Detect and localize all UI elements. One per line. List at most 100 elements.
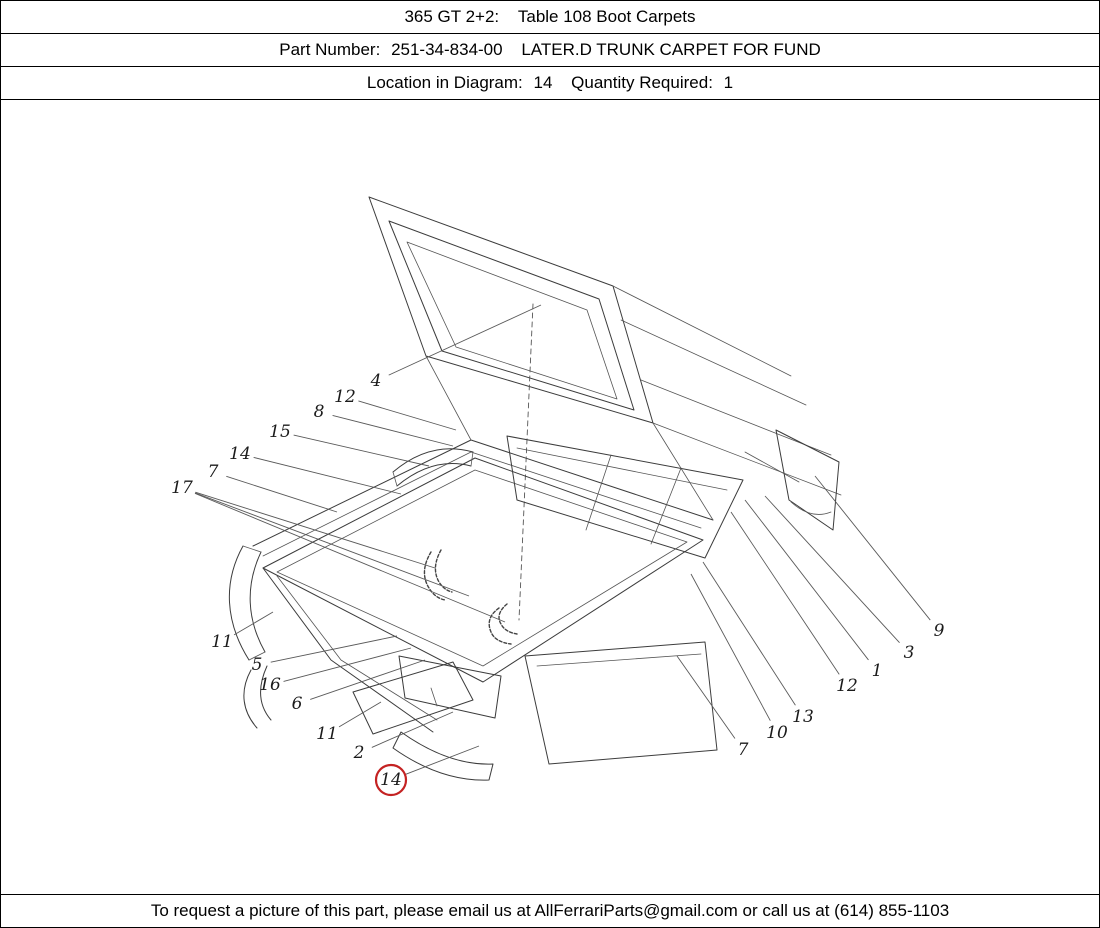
location-value: 14	[533, 73, 553, 92]
lid-hinge-line-4	[652, 422, 842, 496]
leader-line	[358, 400, 457, 431]
callout-6: 6	[292, 694, 303, 714]
footer-contact-text: To request a picture of this part, pleas…	[150, 901, 950, 920]
boot-opening	[252, 303, 714, 621]
header-part-row: Part Number: 251-34-834-00 LATER.D TRUNK…	[1, 34, 1099, 67]
callout-14: 14	[229, 444, 251, 464]
header-title-row: 365 GT 2+2: Table 108 Boot Carpets	[1, 1, 1099, 34]
leader-line	[764, 495, 900, 643]
lid-hinge-line-1	[612, 285, 792, 377]
callout-5: 5	[252, 655, 263, 675]
callout-17: 17	[171, 478, 193, 498]
rear-quarter-inner	[536, 653, 702, 667]
leader-line	[338, 701, 382, 728]
lower-panels	[352, 641, 718, 781]
tail-panel	[775, 429, 840, 531]
nose-band-1-inner	[249, 551, 266, 653]
leader-line	[388, 304, 542, 376]
leader-line	[310, 659, 426, 700]
callout-14: 14	[380, 770, 402, 790]
bulkhead-tray	[506, 435, 744, 559]
leader-line	[744, 499, 869, 661]
lower-left-strip	[352, 661, 474, 735]
leader-line	[293, 434, 430, 467]
opening-rim-inner	[262, 451, 702, 557]
callout-12: 12	[334, 387, 356, 407]
rear-body	[744, 429, 840, 531]
gutter-inner	[396, 463, 472, 487]
model-name: 365 GT 2+2:	[404, 7, 500, 26]
left-sill	[262, 567, 438, 733]
leader-line	[730, 511, 840, 675]
leader-line	[814, 475, 931, 621]
construction-line	[518, 303, 534, 621]
leader-line	[371, 711, 454, 748]
boot-floor-carpet	[262, 457, 704, 683]
curved-strip	[392, 731, 494, 781]
leader-line	[403, 745, 480, 776]
tray-fold-3	[650, 467, 682, 545]
quantity-label: Quantity Required:	[571, 73, 713, 92]
boot-lid	[368, 196, 842, 496]
callout-13: 13	[792, 707, 814, 727]
leader-line	[270, 635, 398, 663]
leader-line	[226, 475, 338, 513]
lid-to-rim-left	[425, 355, 472, 441]
tray-outline	[506, 435, 744, 559]
callout-9: 9	[934, 621, 945, 641]
leader-line	[194, 492, 506, 623]
callout-3: 3	[904, 643, 915, 663]
gutter-channel	[392, 448, 474, 487]
left-nose-panels	[228, 545, 272, 729]
sill-edge-inner	[276, 575, 438, 721]
callout-2: 2	[353, 743, 365, 763]
callout-7: 7	[738, 740, 749, 760]
nose-band-1-top	[242, 545, 262, 553]
nose-band-2-inner	[260, 665, 272, 721]
part-number-label: Part Number:	[279, 40, 381, 59]
gutter-end-left	[392, 471, 398, 487]
strap-2-inner	[498, 603, 518, 635]
callout-15: 15	[269, 422, 291, 442]
tray-fold-2	[585, 454, 612, 531]
callout-16: 16	[259, 675, 281, 695]
leader-line	[690, 573, 771, 721]
part-description: LATER.D TRUNK CARPET FOR FUND	[521, 40, 821, 59]
floor-carpet-inner	[276, 469, 688, 667]
leader-line	[676, 655, 736, 739]
strap-2-outer	[488, 607, 512, 645]
callout-7: 7	[208, 462, 219, 482]
part-number-value: 251-34-834-00	[391, 40, 503, 59]
lid-to-rim-right	[652, 422, 714, 521]
leader-line	[283, 647, 412, 682]
leader-line	[332, 415, 454, 447]
gutter-outer	[392, 448, 474, 473]
retaining-straps	[423, 549, 518, 645]
quantity-value: 1	[723, 73, 734, 92]
leader-line	[233, 611, 274, 636]
callout-11: 11	[211, 632, 233, 652]
leader-line	[702, 561, 796, 706]
strap-1-inner	[434, 549, 453, 593]
lid-hinge-line-2	[620, 319, 807, 406]
callout-11: 11	[316, 724, 338, 744]
wheel-arch-lip	[790, 501, 832, 515]
fender-line	[744, 451, 800, 483]
boot-lid-outer	[368, 196, 654, 424]
floor-carpet-outer	[262, 457, 704, 683]
callout-4: 4	[370, 371, 382, 391]
leader-line	[253, 456, 402, 495]
location-label: Location in Diagram:	[366, 73, 523, 92]
highlight-circle	[374, 763, 408, 797]
boot-lid-inner	[406, 241, 618, 400]
nose-band-1-outer	[228, 545, 250, 661]
lower-notch-line	[430, 687, 438, 707]
table-title: Table 108 Boot Carpets	[517, 7, 696, 26]
strap-1-outer	[423, 551, 446, 601]
rear-quarter-panel	[524, 641, 718, 765]
leader-line	[195, 491, 436, 569]
callout-1: 1	[872, 661, 883, 681]
